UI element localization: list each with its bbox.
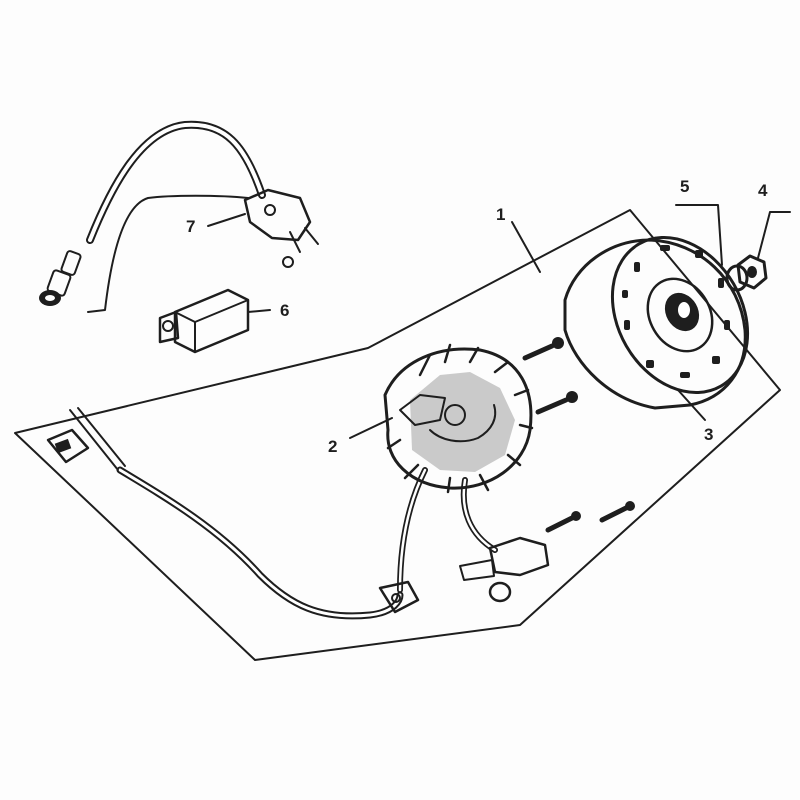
leader-4 xyxy=(757,211,791,259)
flywheel-nut xyxy=(736,254,768,290)
flywheel-face xyxy=(610,236,750,394)
ignition-coil-group xyxy=(39,120,319,313)
stator-group xyxy=(46,337,635,620)
callout-1: 1 xyxy=(496,205,505,224)
callout-4: 4 xyxy=(758,181,768,200)
leader-3 xyxy=(677,389,706,421)
regulator-mount-tab xyxy=(158,310,180,344)
callout-6: 6 xyxy=(280,301,289,320)
stator-lead-down xyxy=(397,467,428,593)
callout-2: 2 xyxy=(328,437,337,456)
pickup-coil xyxy=(459,536,550,603)
ht-lead-inner xyxy=(88,122,264,242)
ignition-coil-body xyxy=(243,188,319,268)
nut-washer-group xyxy=(675,204,791,292)
stator-harness xyxy=(116,466,404,620)
leader-1 xyxy=(511,221,541,273)
spark-plug-cap xyxy=(39,250,82,306)
regulator-group xyxy=(158,288,271,354)
stator-lead-pickup xyxy=(460,477,498,553)
regulator-body xyxy=(173,288,250,354)
stator-screws xyxy=(522,337,635,533)
leader-2 xyxy=(349,417,393,439)
ground-wire xyxy=(87,194,249,313)
flywheel-rim xyxy=(563,238,747,410)
leader-5 xyxy=(675,204,723,266)
flywheel-holes xyxy=(622,245,730,378)
flywheel-group xyxy=(563,236,750,421)
leader-6 xyxy=(247,309,271,313)
assembly-boundary xyxy=(14,209,781,661)
harness-clamp xyxy=(378,580,420,614)
callout-5: 5 xyxy=(680,177,689,196)
callout-3: 3 xyxy=(704,425,713,444)
leader-7 xyxy=(207,213,246,227)
callout-7: 7 xyxy=(186,217,195,236)
harness-connector xyxy=(46,407,126,471)
stator-body xyxy=(383,343,534,494)
